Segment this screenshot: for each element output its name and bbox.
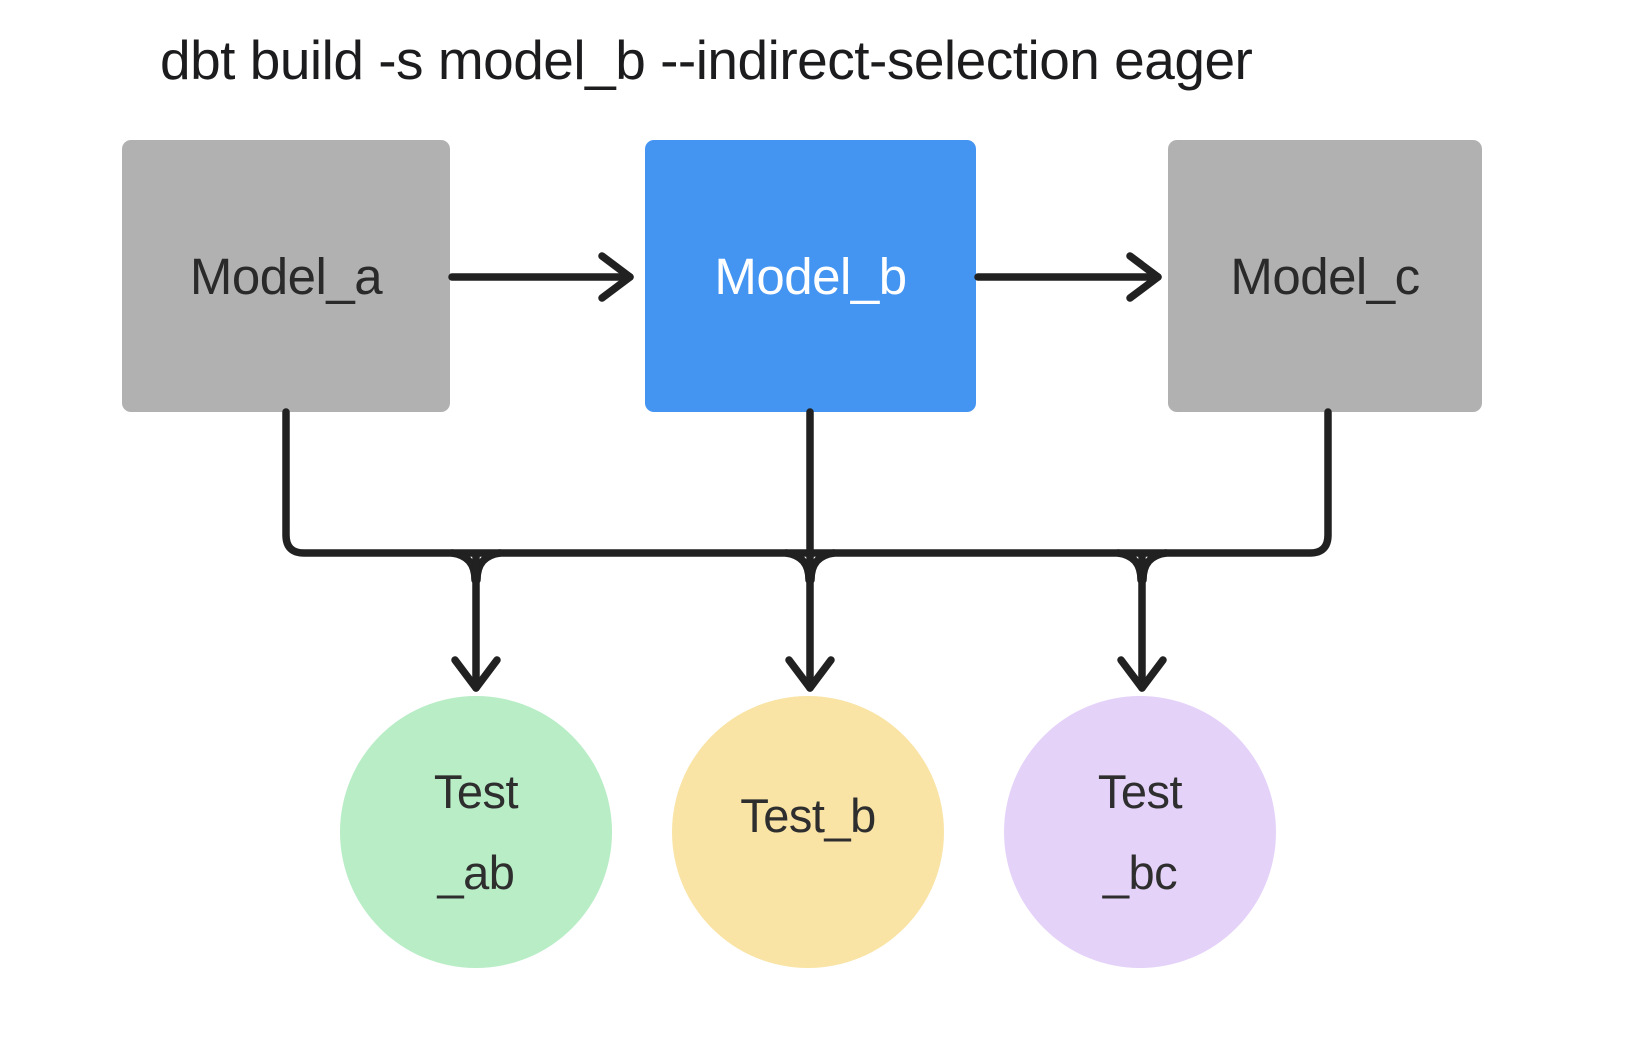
node-model-a: Model_a [122, 140, 450, 412]
edge-models-bus [282, 408, 1332, 557]
node-model-b-label: Model_b [714, 247, 907, 305]
node-test-bc: Test _bc [1004, 696, 1276, 968]
node-test-bc-line1: Test [1097, 764, 1183, 818]
bus-fillet-test-b [782, 549, 838, 584]
node-test-ab-line2: _ab [437, 846, 515, 899]
node-test-ab-line1: Test [433, 764, 519, 818]
node-test-bc-line2: _bc [1102, 846, 1178, 899]
node-test-b: Test_b [672, 696, 944, 968]
node-test-ab: Test _ab [340, 696, 612, 968]
node-model-c-label: Model_c [1230, 247, 1420, 305]
node-model-c: Model_c [1168, 140, 1482, 412]
bus-fillet-test-bc [1114, 549, 1170, 584]
node-model-b-selected: Model_b [645, 140, 976, 412]
node-test-b-line1: Test_b [740, 789, 876, 843]
command-title: dbt build -s model_b --indirect-selectio… [160, 29, 1253, 91]
bus-fillet-test-ab [448, 549, 504, 584]
node-model-a-label: Model_a [189, 247, 383, 305]
